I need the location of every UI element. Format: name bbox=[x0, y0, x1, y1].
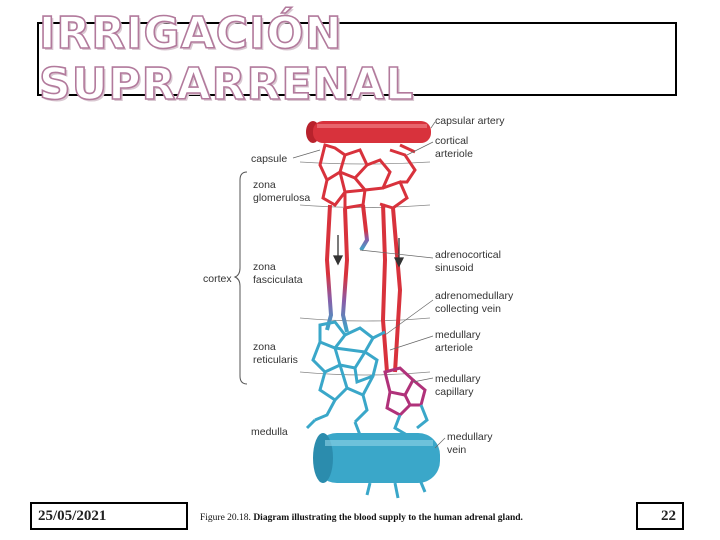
label-cortical-arteriole-1: cortical bbox=[435, 135, 468, 147]
label-medullary-arteriole-2: arteriole bbox=[435, 342, 473, 354]
label-adrenomedullary-collecting-vein-2: collecting vein bbox=[435, 303, 501, 315]
label-capsular-artery: capsular artery bbox=[435, 115, 505, 127]
label-medulla: medulla bbox=[251, 426, 288, 438]
label-zona-glomerulosa-1: zona bbox=[253, 179, 276, 191]
label-zona-reticularis-1: zona bbox=[253, 341, 276, 353]
capsular-capillary-network bbox=[320, 145, 415, 208]
label-medullary-capillary-2: capillary bbox=[435, 386, 474, 398]
label-cortex: cortex bbox=[203, 273, 232, 285]
reticularis-sinusoid-network bbox=[313, 322, 385, 422]
label-zona-fasciculata-2: fasciculata bbox=[253, 274, 303, 286]
label-zona-fasciculata-1: zona bbox=[253, 261, 276, 273]
label-zona-glomerulosa-2: glomerulosa bbox=[253, 192, 310, 204]
date-box: 25/05/2021 bbox=[30, 502, 188, 530]
slide-date: 25/05/2021 bbox=[38, 508, 106, 525]
page-number: 22 bbox=[661, 508, 676, 525]
label-cortical-arteriole-2: arteriole bbox=[435, 148, 473, 160]
title-box: IRRIGACIÓN SUPRARRENAL bbox=[37, 22, 677, 96]
caption-text: illustrating the blood supply to the hum… bbox=[292, 513, 523, 523]
label-medullary-vein-2: vein bbox=[447, 444, 466, 456]
figure-caption: Figure 20.18. Diagram illustrating the b… bbox=[200, 513, 580, 524]
label-adrenocortical-sinusoid-2: sinusoid bbox=[435, 262, 474, 274]
caption-first-word: Diagram bbox=[253, 513, 289, 523]
page-number-box: 22 bbox=[636, 502, 684, 530]
label-medullary-capillary-1: medullary bbox=[435, 373, 481, 385]
label-medullary-vein-1: medullary bbox=[447, 431, 493, 443]
label-capsule: capsule bbox=[251, 153, 287, 165]
capsular-artery bbox=[306, 121, 431, 143]
label-adrenocortical-sinusoid-1: adrenocortical bbox=[435, 249, 501, 261]
label-medullary-arteriole-1: medullary bbox=[435, 329, 481, 341]
label-zona-reticularis-2: reticularis bbox=[253, 354, 298, 366]
cortex-bracket bbox=[235, 172, 247, 384]
caption-figure-label: Figure 20.18. bbox=[200, 513, 251, 523]
medullary-vein bbox=[313, 433, 440, 498]
medullary-capillary-network bbox=[385, 368, 425, 415]
label-adrenomedullary-collecting-vein-1: adrenomedullary bbox=[435, 290, 514, 302]
slide-title: IRRIGACIÓN SUPRARRENAL bbox=[39, 8, 675, 110]
adrenal-blood-supply-diagram: capsule zona glomerulosa cortex zona fas… bbox=[195, 110, 535, 505]
medullary-arteriole bbox=[383, 204, 400, 372]
cortical-arterioles bbox=[327, 205, 367, 332]
